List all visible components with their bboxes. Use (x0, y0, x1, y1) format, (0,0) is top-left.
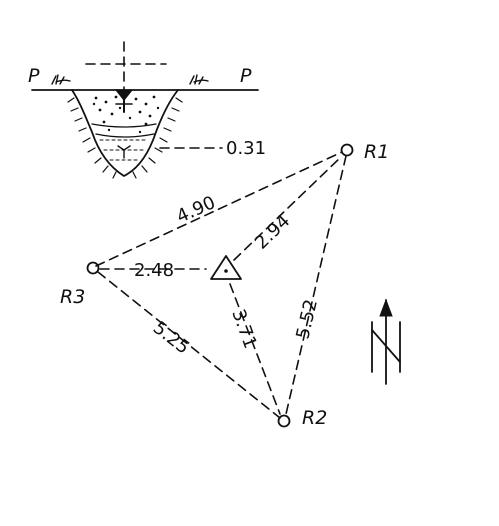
station-r3-label: R3 (60, 286, 85, 308)
station-r1-marker (340, 143, 354, 157)
line-target-r2 (229, 283, 281, 415)
distance-label-r3-target: 2.48 (134, 260, 174, 281)
distance-label-r1-r2: 5.52 (292, 297, 321, 341)
channel-outline (71, 89, 179, 177)
station-r1-label: R1 (364, 141, 389, 163)
station-r2-label: R2 (302, 407, 327, 429)
bed-marker (117, 145, 131, 159)
distance-label-target-r2: 3.71 (227, 307, 260, 352)
water-stipple (92, 95, 160, 134)
water-level-marker-icon (114, 89, 134, 101)
sediment-layers (91, 123, 157, 138)
north-arrow-icon (371, 298, 401, 385)
triangle-station-icon (210, 255, 242, 280)
left-bank-grass-icon (51, 74, 71, 85)
bank-hatching (67, 97, 183, 179)
line-r1-r2 (285, 155, 347, 415)
distance-label-0-31: 0.31 (226, 138, 266, 159)
bank-right-label: P (240, 65, 252, 87)
station-r3-marker (86, 261, 100, 275)
line-r3-r1 (95, 151, 343, 267)
survey-network: R1 R3 R2 4.90 2.94 2.48 5.52 5.25 3.71 (60, 141, 389, 429)
bank-left-label: P (28, 65, 40, 87)
station-r2-marker (277, 414, 291, 428)
triangle-station-center (224, 269, 228, 273)
distance-label-r3-r1: 4.90 (173, 192, 218, 227)
line-target-r1 (233, 155, 343, 261)
line-r3-r2 (97, 271, 281, 419)
distance-label-r3-r2: 5.25 (149, 317, 194, 358)
distance-label-target-r1: 2.94 (251, 211, 294, 254)
river-cross-section: P P 0.31 (28, 41, 266, 179)
right-bank-grass-icon (189, 74, 209, 85)
